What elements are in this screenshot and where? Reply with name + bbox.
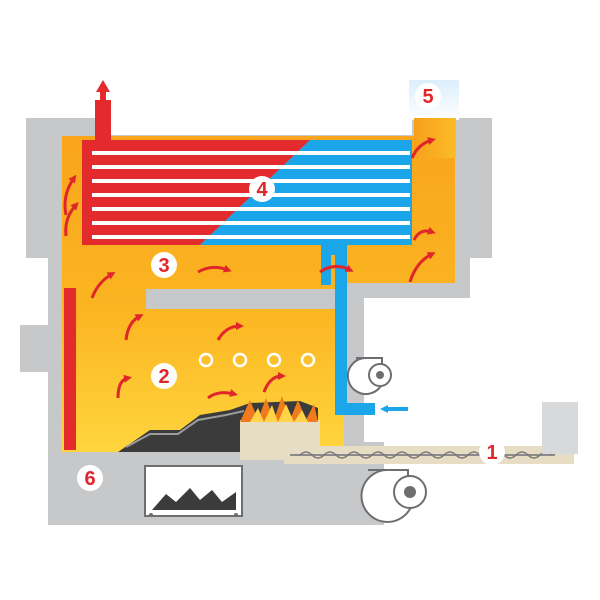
label-3: 3 <box>151 252 177 278</box>
baffle-plate <box>146 289 344 309</box>
hot-water-outlet <box>95 80 111 140</box>
auger-screw-icon <box>284 446 574 464</box>
fuel-hopper <box>542 402 578 454</box>
label-5: 5 <box>415 83 441 109</box>
flame-icon <box>240 396 318 422</box>
secondary-air-holes <box>198 352 316 368</box>
fan-icon-lower <box>360 469 427 523</box>
svg-text:6: 6 <box>84 468 95 490</box>
label-6: 6 <box>77 465 103 491</box>
svg-text:5: 5 <box>422 86 433 108</box>
label-2: 2 <box>151 363 177 389</box>
label-1: 1 <box>479 439 505 465</box>
fan-icon <box>346 356 392 395</box>
svg-text:3: 3 <box>158 255 169 277</box>
water-jacket-red <box>64 288 76 450</box>
cold-water-pipe <box>321 245 408 415</box>
label-4: 4 <box>249 176 275 202</box>
ash-drawer <box>144 465 243 517</box>
svg-text:2: 2 <box>158 366 169 388</box>
heat-exchanger <box>82 140 412 245</box>
flow-arrow-icon <box>63 137 436 400</box>
svg-text:4: 4 <box>256 179 268 201</box>
grate-steps <box>125 410 245 448</box>
svg-text:1: 1 <box>486 442 497 464</box>
flue-gas-channel <box>414 118 456 158</box>
